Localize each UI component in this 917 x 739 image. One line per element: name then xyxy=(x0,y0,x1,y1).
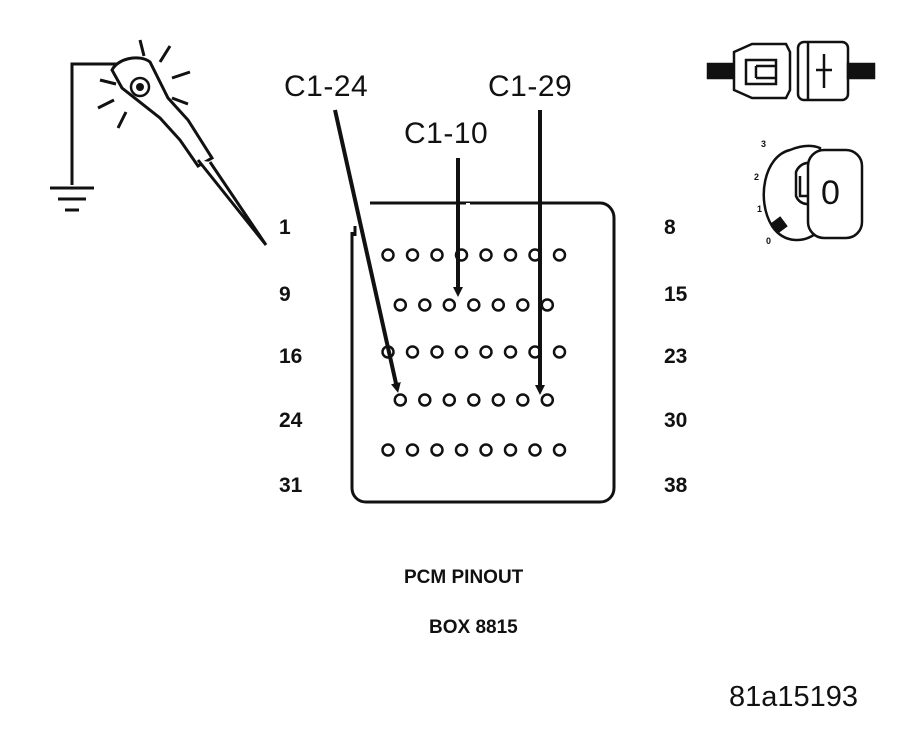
connector-pin xyxy=(503,345,518,359)
connector-pin xyxy=(405,345,420,359)
connector-pin xyxy=(393,393,408,407)
ignition-key-label: 0 xyxy=(821,174,840,212)
connector-pin xyxy=(418,298,432,312)
pin-number-right-15: 15 xyxy=(664,283,688,306)
figure-id: 81a15193 xyxy=(729,681,859,713)
connector-pin xyxy=(381,248,395,262)
connector-pin xyxy=(552,248,567,262)
pin-number-left-16: 16 xyxy=(279,345,303,368)
caption-line-2: BOX 8815 xyxy=(429,617,518,638)
ground-symbol-icon xyxy=(50,186,94,212)
pin-number-right-38: 38 xyxy=(664,474,688,497)
connector-pin xyxy=(491,393,506,407)
connector-pin xyxy=(442,298,457,312)
connector-pin xyxy=(503,248,518,262)
pin-number-left-9: 9 xyxy=(279,283,291,306)
connector-pin xyxy=(552,345,567,359)
connector-pin xyxy=(454,443,469,457)
pin-number-right-30: 30 xyxy=(664,409,688,432)
connector-pin xyxy=(491,298,506,312)
connector-pin xyxy=(405,443,420,457)
ignition-position-3: 3 xyxy=(761,139,767,149)
connector-disconnected-icon xyxy=(706,40,876,102)
callout-c1-29: C1-29 xyxy=(488,70,573,103)
connector-pin xyxy=(405,248,420,262)
pin-number-right-8: 8 xyxy=(664,216,676,239)
connector-pin xyxy=(552,443,567,457)
connector-face xyxy=(350,201,616,504)
connector-pin xyxy=(479,443,493,457)
connector-pin xyxy=(442,393,457,407)
connector-pin xyxy=(430,443,444,457)
connector-pin xyxy=(516,393,530,407)
pin-number-left-24: 24 xyxy=(279,409,303,432)
connector-pin xyxy=(393,298,408,312)
ignition-position-1: 1 xyxy=(757,204,763,214)
connector-pin xyxy=(381,443,395,457)
connector-pin xyxy=(418,393,432,407)
connector-pin xyxy=(516,298,530,312)
arrow-c1-24 xyxy=(333,109,401,393)
caption-line-1: PCM PINOUT xyxy=(404,567,524,588)
ignition-position-2: 2 xyxy=(754,172,760,182)
connector-pin xyxy=(479,248,493,262)
ignition-position-0: 0 xyxy=(766,236,772,246)
connector-pin xyxy=(540,298,555,312)
connector-pin xyxy=(454,345,469,359)
pin-number-left-31: 31 xyxy=(279,474,303,497)
connector-pin xyxy=(430,345,444,359)
connector-pin xyxy=(540,393,555,407)
connector-pin xyxy=(479,345,493,359)
connector-pin xyxy=(430,248,444,262)
connector-pin xyxy=(503,443,518,457)
connector-pin xyxy=(467,298,481,312)
callout-c1-10: C1-10 xyxy=(404,117,489,150)
callout-c1-24: C1-24 xyxy=(284,70,369,103)
pin-number-right-23: 23 xyxy=(664,345,688,368)
ignition-key-icon xyxy=(762,144,864,242)
connector-pin xyxy=(528,443,542,457)
connector-pin xyxy=(467,393,481,407)
pin-number-left-1: 1 xyxy=(279,216,291,239)
connector-pins xyxy=(381,248,567,457)
test-light-probe-icon xyxy=(50,39,268,246)
